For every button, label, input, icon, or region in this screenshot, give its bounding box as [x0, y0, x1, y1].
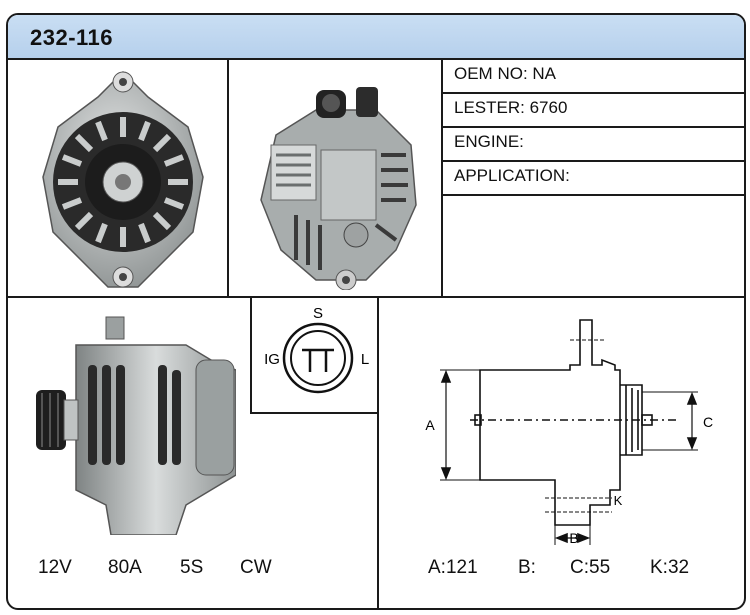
connector-label-s: S [313, 305, 323, 322]
spec-voltage: 12V [38, 557, 72, 578]
divider [443, 92, 744, 94]
lester-number: LESTER: 6760 [454, 98, 568, 117]
dim-label-a: A [425, 417, 435, 433]
application-label: APPLICATION: [454, 166, 570, 185]
dim-label-c: C [703, 414, 713, 430]
connector-label-ig: IG [264, 351, 280, 368]
divider [443, 194, 744, 196]
dim-label-k: K [614, 493, 623, 508]
spec-rotation: CW [240, 557, 272, 578]
dimension-a: A:121 [428, 557, 478, 578]
alternator-rear-photo [260, 87, 417, 290]
alternator-side-photo [36, 316, 236, 535]
divider [227, 58, 229, 296]
engine-label: ENGINE: [454, 132, 524, 151]
oem-number: OEM NO: NA [454, 64, 557, 83]
divider [377, 298, 379, 608]
spec-amperage: 80A [108, 557, 142, 578]
alternator-front-photo [42, 70, 204, 288]
card-header: 232-116 [8, 15, 744, 60]
divider [443, 126, 744, 128]
spec-groove: 5S [180, 557, 204, 578]
product-card: 232-116 OEM NO: NA LESTER: 6760 ENGINE: … [6, 13, 746, 610]
divider [443, 160, 744, 162]
application-row: APPLICATION: [444, 160, 744, 194]
dimension-drawing: A C B K [425, 319, 713, 546]
connector-diagram: S IG L [264, 305, 369, 394]
dimension-b: B: [518, 557, 536, 578]
part-code: 232-116 [30, 25, 114, 50]
dimension-k: K:32 [650, 557, 690, 578]
connector-label-l: L [361, 351, 369, 368]
lester-row: LESTER: 6760 [444, 92, 744, 126]
oem-row: OEM NO: NA [444, 58, 744, 92]
divider [441, 58, 443, 296]
dim-label-b: B [569, 530, 578, 546]
engine-row: ENGINE: [444, 126, 744, 160]
divider [250, 412, 379, 414]
divider [250, 298, 252, 414]
dimension-c: C:55 [570, 557, 611, 578]
divider [8, 296, 744, 298]
